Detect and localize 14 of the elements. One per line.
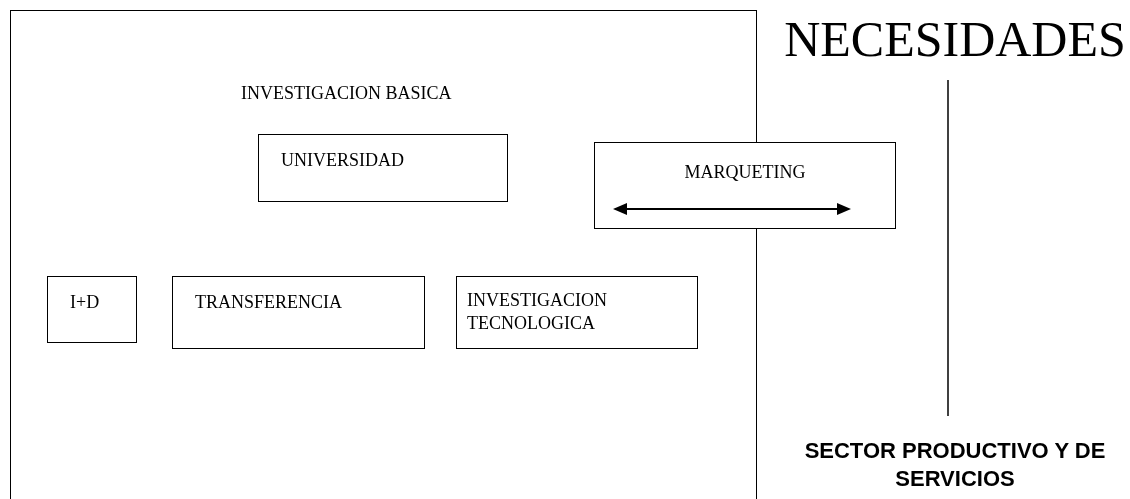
process-box <box>47 276 137 343</box>
box-label: I+D <box>70 291 101 314</box>
process-box <box>594 142 896 229</box>
process-box <box>172 276 425 349</box>
heading-text: NECESIDADES <box>784 14 1126 64</box>
box-label: UNIVERSIDAD <box>281 149 405 172</box>
region-heading: INVESTIGACION BASICA <box>241 83 452 104</box>
process-box <box>456 276 698 349</box>
connector-line <box>947 79 949 417</box>
box-label: MARQUETING <box>683 161 807 184</box>
box-label: TRANSFERENCIA <box>195 291 343 314</box>
box-label: INVESTIGACION TECNOLOGICA <box>467 289 608 334</box>
process-box <box>258 134 508 202</box>
sector-label: SECTOR PRODUCTIVO Y DE SERVICIOS <box>803 436 1107 494</box>
